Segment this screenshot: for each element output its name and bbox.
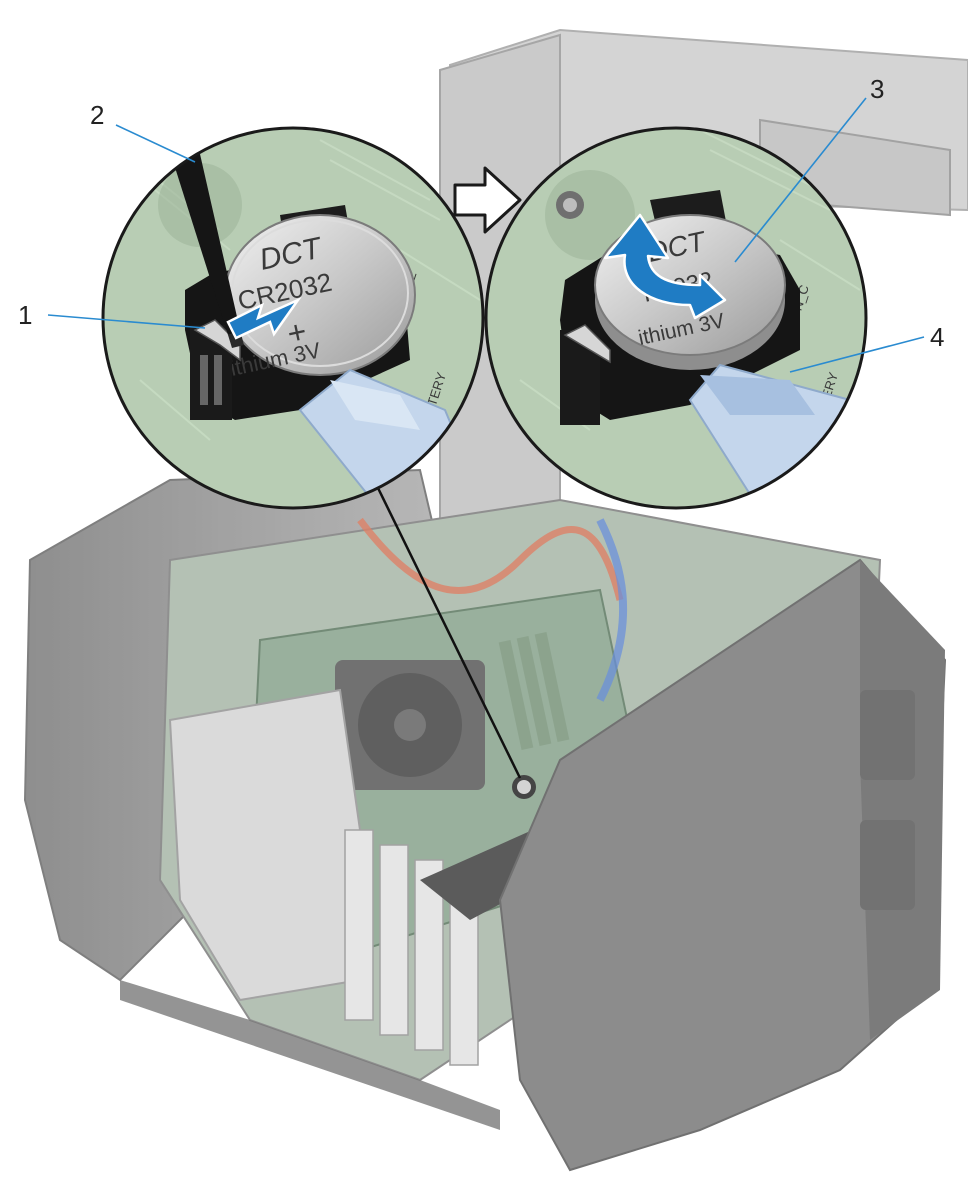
lift-arrow-icon xyxy=(603,213,727,320)
callout-leaders xyxy=(47,97,925,373)
rear-io-panel xyxy=(168,688,372,1002)
zoom-circle-right: CON_C BATTERY DCT R2032 ithium 3V xyxy=(484,126,868,510)
memory-modules xyxy=(498,631,570,751)
zoom-circle-left: CON_CE BATTERY DCT CR2032 + ithium 3V xyxy=(101,126,485,510)
callout-1: 1 xyxy=(18,300,32,330)
callout-4: 4 xyxy=(930,322,944,352)
magnify-pointer-line xyxy=(376,487,522,779)
pry-arrow-icon xyxy=(226,296,302,340)
leader-3 xyxy=(734,97,867,263)
leader-4 xyxy=(789,336,925,373)
step-arrow-icon xyxy=(453,166,522,234)
securing-clip xyxy=(190,319,241,420)
leader-2 xyxy=(115,124,196,163)
callout-2: 2 xyxy=(90,100,104,130)
callout-3: 3 xyxy=(870,74,884,104)
cable-bundle xyxy=(357,517,624,601)
chassis-base xyxy=(120,980,500,1130)
leader-1 xyxy=(47,314,206,329)
securing-clip-right xyxy=(560,324,611,425)
